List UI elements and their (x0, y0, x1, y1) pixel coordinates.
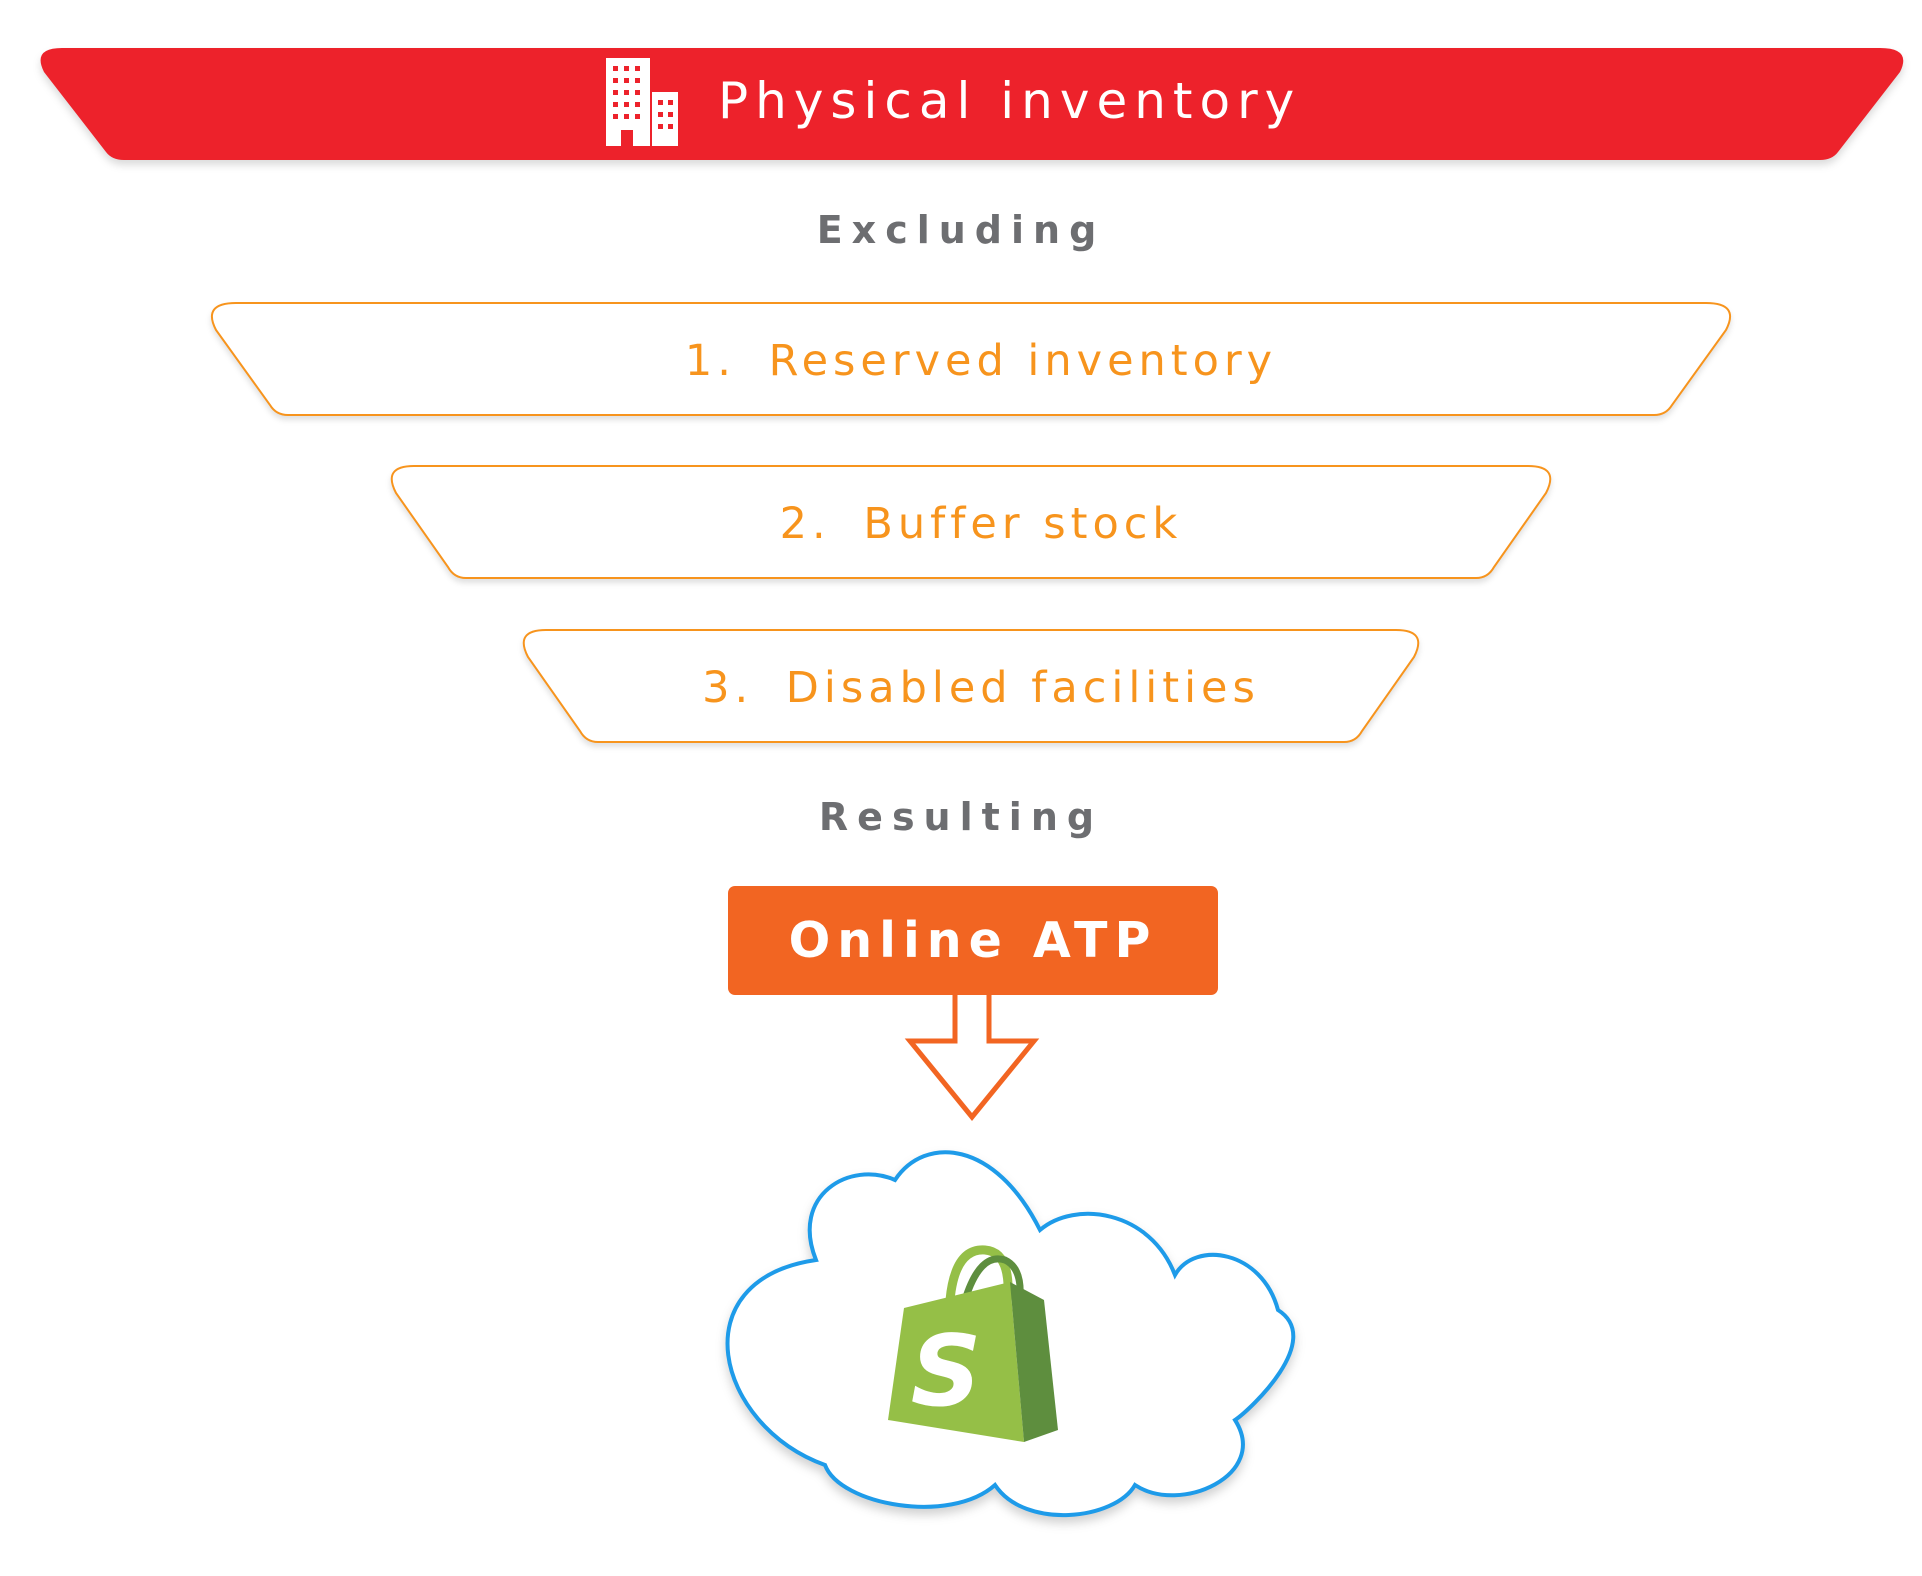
exclusion-band-shape (390, 465, 1552, 579)
online-atp-label: Online ATP (789, 912, 1158, 969)
shopify-bag-icon: S (888, 1245, 1058, 1442)
exclusion-band-buffer (390, 465, 1552, 579)
exclusion-text: Buffer stock (863, 499, 1182, 549)
online-atp-box (728, 886, 1218, 995)
excluding-caption: Excluding (817, 208, 1106, 252)
exclusion-number: 1. (685, 336, 736, 386)
exclusion-label-reserved: 1. Reserved inventory (685, 336, 1277, 386)
exclusion-band-reserved (211, 302, 1731, 416)
exclusion-band-disabled (522, 629, 1420, 743)
exclusion-band-shape (211, 302, 1731, 416)
building-icon (606, 58, 678, 146)
physical-inventory-band (40, 48, 1904, 160)
exclusion-text: Disabled facilities (786, 663, 1260, 713)
exclusion-number: 3. (702, 663, 753, 713)
resulting-caption: Resulting (819, 795, 1103, 839)
header-band-shape (40, 48, 1904, 160)
header-title: Physical inventory (718, 72, 1301, 130)
exclusion-text: Reserved inventory (769, 336, 1277, 386)
exclusion-label-disabled: 3. Disabled facilities (702, 663, 1260, 713)
exclusion-number: 2. (780, 499, 831, 549)
shopify-letter: S (911, 1315, 982, 1429)
exclusion-band-shape (522, 629, 1420, 743)
exclusion-label-buffer: 2. Buffer stock (780, 499, 1183, 549)
down-arrow-icon (904, 995, 1040, 1121)
